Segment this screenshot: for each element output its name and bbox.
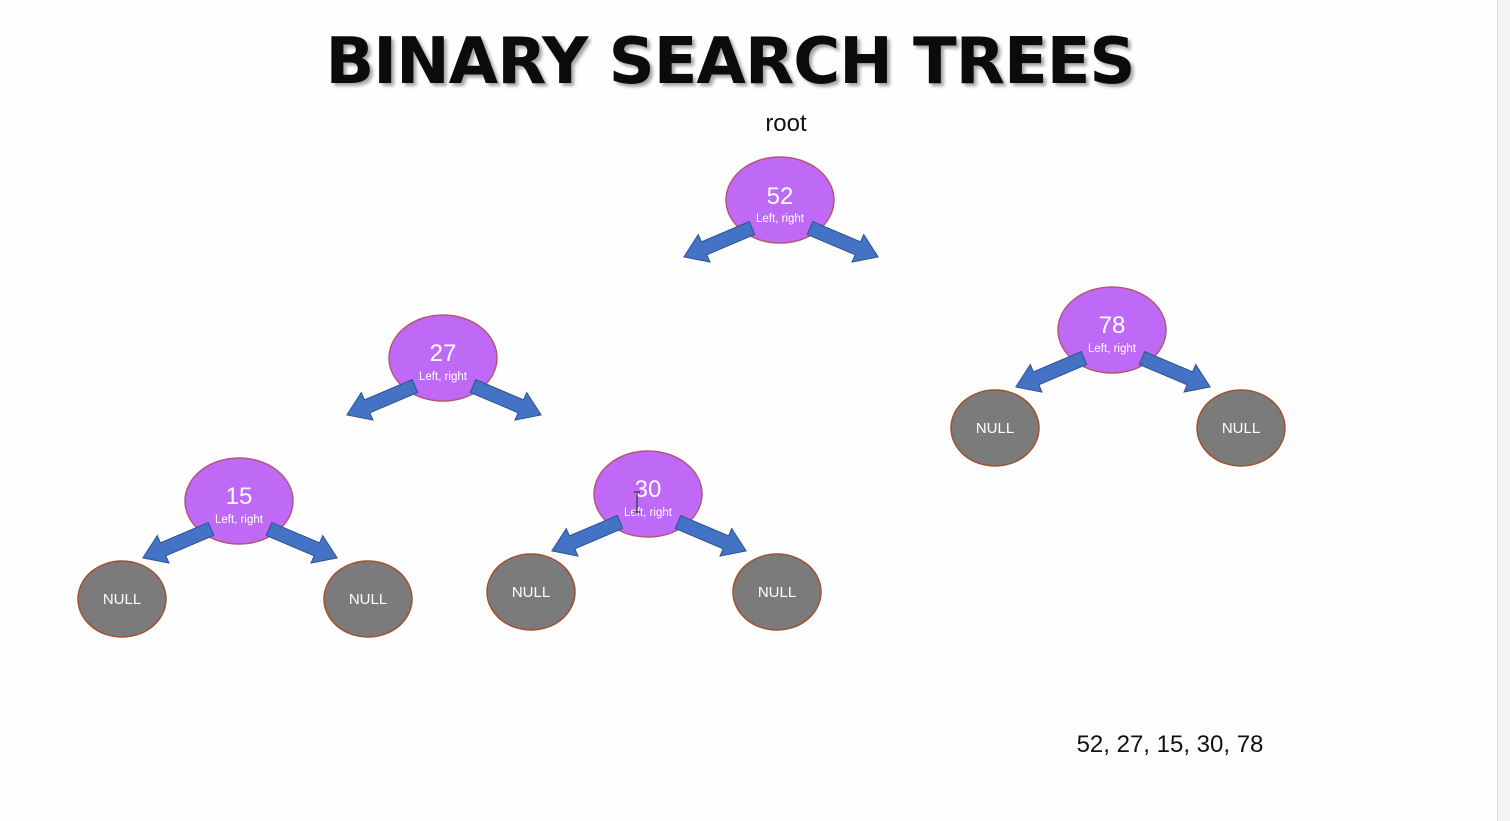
null-node-15-left: NULL bbox=[77, 560, 167, 638]
left-pointer-arrow-27 bbox=[340, 371, 422, 430]
null-label: NULL bbox=[512, 584, 550, 601]
node-30-value: 30 bbox=[635, 476, 662, 503]
null-node-15-right: NULL bbox=[323, 560, 413, 638]
left-pointer-arrow-78 bbox=[1009, 343, 1091, 402]
node-15: 15 Left, right bbox=[184, 457, 294, 545]
null-label: NULL bbox=[1222, 420, 1260, 437]
node-52-pointers: Left, right bbox=[756, 213, 805, 225]
null-node-78-left: NULL bbox=[950, 389, 1040, 467]
left-pointer-arrow-30 bbox=[545, 507, 627, 566]
node-27-value: 27 bbox=[430, 340, 457, 367]
insertion-sequence: 52, 27, 15, 30, 78 bbox=[1076, 731, 1264, 758]
node-78-circle bbox=[1057, 286, 1167, 374]
node-52: 52 Left, right bbox=[725, 156, 835, 244]
node-27-pointers: Left, right bbox=[419, 371, 468, 383]
left-pointer-arrow-52 bbox=[677, 213, 759, 272]
node-27-circle bbox=[388, 314, 498, 402]
null-circle bbox=[732, 553, 822, 631]
null-label: NULL bbox=[103, 591, 141, 608]
null-label: NULL bbox=[349, 591, 387, 608]
null-circle bbox=[486, 553, 576, 631]
null-label: NULL bbox=[976, 420, 1014, 437]
node-30: 30 Left, right bbox=[593, 450, 703, 538]
node-78-pointers: Left, right bbox=[1088, 343, 1137, 355]
right-pointer-arrow-52 bbox=[803, 213, 885, 272]
null-node-30-right: NULL bbox=[732, 553, 822, 631]
right-pointer-arrow-78 bbox=[1135, 343, 1217, 402]
page-title: BINARY SEARCH TREES bbox=[325, 25, 1136, 99]
null-circle bbox=[323, 560, 413, 638]
node-30-circle bbox=[593, 450, 703, 538]
null-circle bbox=[77, 560, 167, 638]
node-78-value: 78 bbox=[1099, 312, 1126, 339]
right-pointer-arrow-15 bbox=[262, 514, 344, 573]
scrollbar-edge[interactable] bbox=[1497, 0, 1510, 821]
null-label: NULL bbox=[758, 584, 796, 601]
node-52-value: 52 bbox=[767, 183, 794, 210]
node-27: 27 Left, right bbox=[388, 314, 498, 402]
null-circle bbox=[1196, 389, 1286, 467]
node-15-circle bbox=[184, 457, 294, 545]
null-circle bbox=[950, 389, 1040, 467]
node-30-pointers: Left, right bbox=[624, 507, 673, 519]
text-cursor-icon bbox=[634, 491, 640, 513]
left-pointer-arrow-15 bbox=[136, 514, 218, 573]
root-label: root bbox=[765, 110, 807, 137]
null-node-30-left: NULL bbox=[486, 553, 576, 631]
node-15-pointers: Left, right bbox=[215, 514, 264, 526]
null-node-78-right: NULL bbox=[1196, 389, 1286, 467]
right-pointer-arrow-27 bbox=[466, 371, 548, 430]
node-52-circle bbox=[725, 156, 835, 244]
right-pointer-arrow-30 bbox=[671, 507, 753, 566]
node-78: 78 Left, right bbox=[1057, 286, 1167, 374]
node-15-value: 15 bbox=[226, 483, 253, 510]
